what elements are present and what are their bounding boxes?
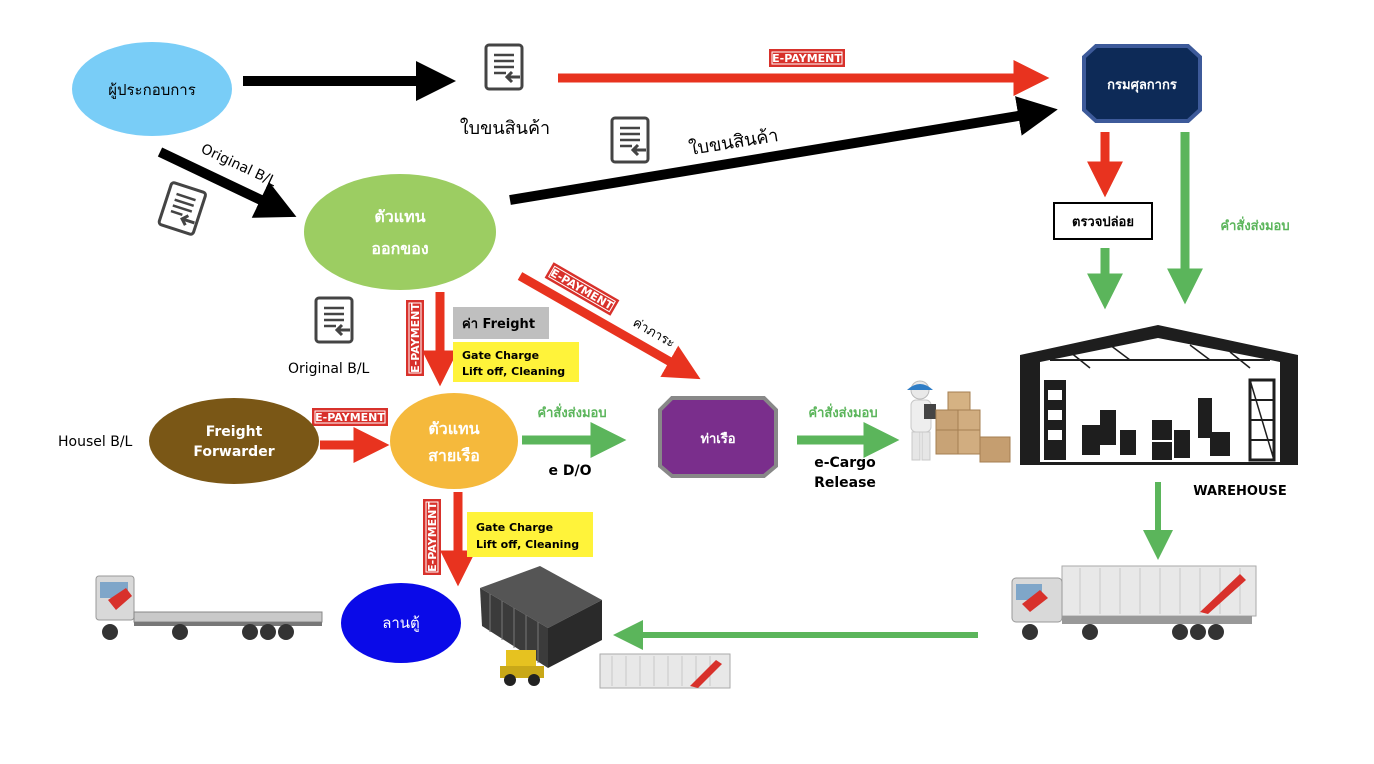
- port-node[interactable]: ท่าเรือ: [658, 396, 778, 478]
- svg-text:Lift off, Cleaning: Lift off, Cleaning: [462, 365, 565, 378]
- container-truck-icon: [1011, 565, 1257, 640]
- delivery-order-label-2: คำสั่งส่งมอบ: [808, 403, 877, 421]
- svg-text:E-PAYMENT: E-PAYMENT: [409, 303, 422, 373]
- customs-agent-node[interactable]: ตัวแทน ออกของ: [304, 174, 496, 290]
- svg-text:ตรวจปล่อย: ตรวจปล่อย: [1072, 215, 1134, 230]
- svg-text:กรมศุลกากร: กรมศุลกากร: [1107, 78, 1177, 93]
- svg-text:ผู้ประกอบการ: ผู้ประกอบการ: [108, 81, 196, 99]
- warehouse-icon: [1020, 325, 1298, 465]
- svg-text:E-PAYMENT: E-PAYMENT: [772, 52, 842, 65]
- operator-node[interactable]: ผู้ประกอบการ: [72, 42, 232, 136]
- original-bl-label-diagonal: Original B/L: [198, 141, 279, 190]
- ecargo-label-line1: e-Cargo: [814, 455, 876, 471]
- svg-text:ค่า Freight: ค่า Freight: [462, 317, 535, 332]
- svg-text:ตัวแทน: ตัวแทน: [428, 419, 479, 438]
- customs-node[interactable]: กรมศุลกากร: [1082, 44, 1202, 123]
- arrow-agent-to-port: [517, 272, 701, 380]
- document-icon: [484, 43, 524, 91]
- invoice-label-top: ใบขนสินค้า: [460, 117, 550, 139]
- svg-text:Lift off, Cleaning: Lift off, Cleaning: [476, 538, 579, 551]
- document-icon: [610, 116, 650, 164]
- epayment-tag-forwarder: E-PAYMENT: [311, 407, 389, 427]
- svg-text:E-PAYMENT: E-PAYMENT: [315, 411, 385, 424]
- shipping-agent-node[interactable]: ตัวแทน สายเรือ: [390, 393, 518, 489]
- svg-text:Freight: Freight: [206, 424, 263, 440]
- delivery-order-label-3: คำสั่งส่งมอบ: [1220, 216, 1289, 234]
- gate-charge-box-lower: Gate Charge Lift off, Cleaning: [467, 512, 593, 557]
- worker-boxes-icon: [907, 380, 1011, 463]
- svg-text:Gate Charge: Gate Charge: [476, 521, 553, 534]
- arrow-agent-to-customs: [509, 96, 1058, 205]
- svg-text:ท่าเรือ: ท่าเรือ: [700, 431, 735, 447]
- document-icon: [156, 180, 208, 237]
- epayment-tag-vertical-upper: E-PAYMENT: [405, 299, 425, 377]
- container-icon: [599, 653, 731, 689]
- document-icon: [314, 296, 354, 344]
- ecargo-label-line2: Release: [814, 475, 876, 491]
- freight-forwarder-node[interactable]: Freight Forwarder: [149, 398, 319, 484]
- original-bl-label-left: Original B/L: [288, 361, 370, 377]
- warehouse-label: WAREHOUSE: [1193, 484, 1286, 499]
- svg-text:E-PAYMENT: E-PAYMENT: [548, 266, 615, 312]
- edo-label: e D/O: [548, 463, 591, 479]
- forklift-container-icon: [480, 566, 602, 686]
- svg-text:ออกของ: ออกของ: [371, 239, 428, 258]
- truck-icon: [95, 575, 323, 640]
- svg-text:Gate Charge: Gate Charge: [462, 349, 539, 362]
- svg-text:Forwarder: Forwarder: [193, 444, 274, 460]
- freight-fee-box: ค่า Freight: [453, 307, 549, 339]
- svg-text:ตัวแทน: ตัวแทน: [374, 207, 425, 226]
- svg-text:E-PAYMENT: E-PAYMENT: [426, 502, 439, 572]
- svg-text:สายเรือ: สายเรือ: [428, 446, 480, 465]
- epayment-tag-vertical-lower: E-PAYMENT: [422, 498, 442, 576]
- delivery-order-label-1: คำสั่งส่งมอบ: [537, 403, 606, 421]
- gate-charge-box-upper: Gate Charge Lift off, Cleaning: [453, 342, 579, 382]
- arrow-operator-to-agent: [157, 147, 297, 218]
- epayment-tag-top: E-PAYMENT: [768, 48, 846, 68]
- house-bl-label: Housel B/L: [58, 434, 133, 450]
- svg-text:ลานตู้: ลานตู้: [382, 614, 420, 632]
- inspect-release-box[interactable]: ตรวจปล่อย: [1053, 202, 1153, 240]
- container-yard-node[interactable]: ลานตู้: [341, 583, 461, 663]
